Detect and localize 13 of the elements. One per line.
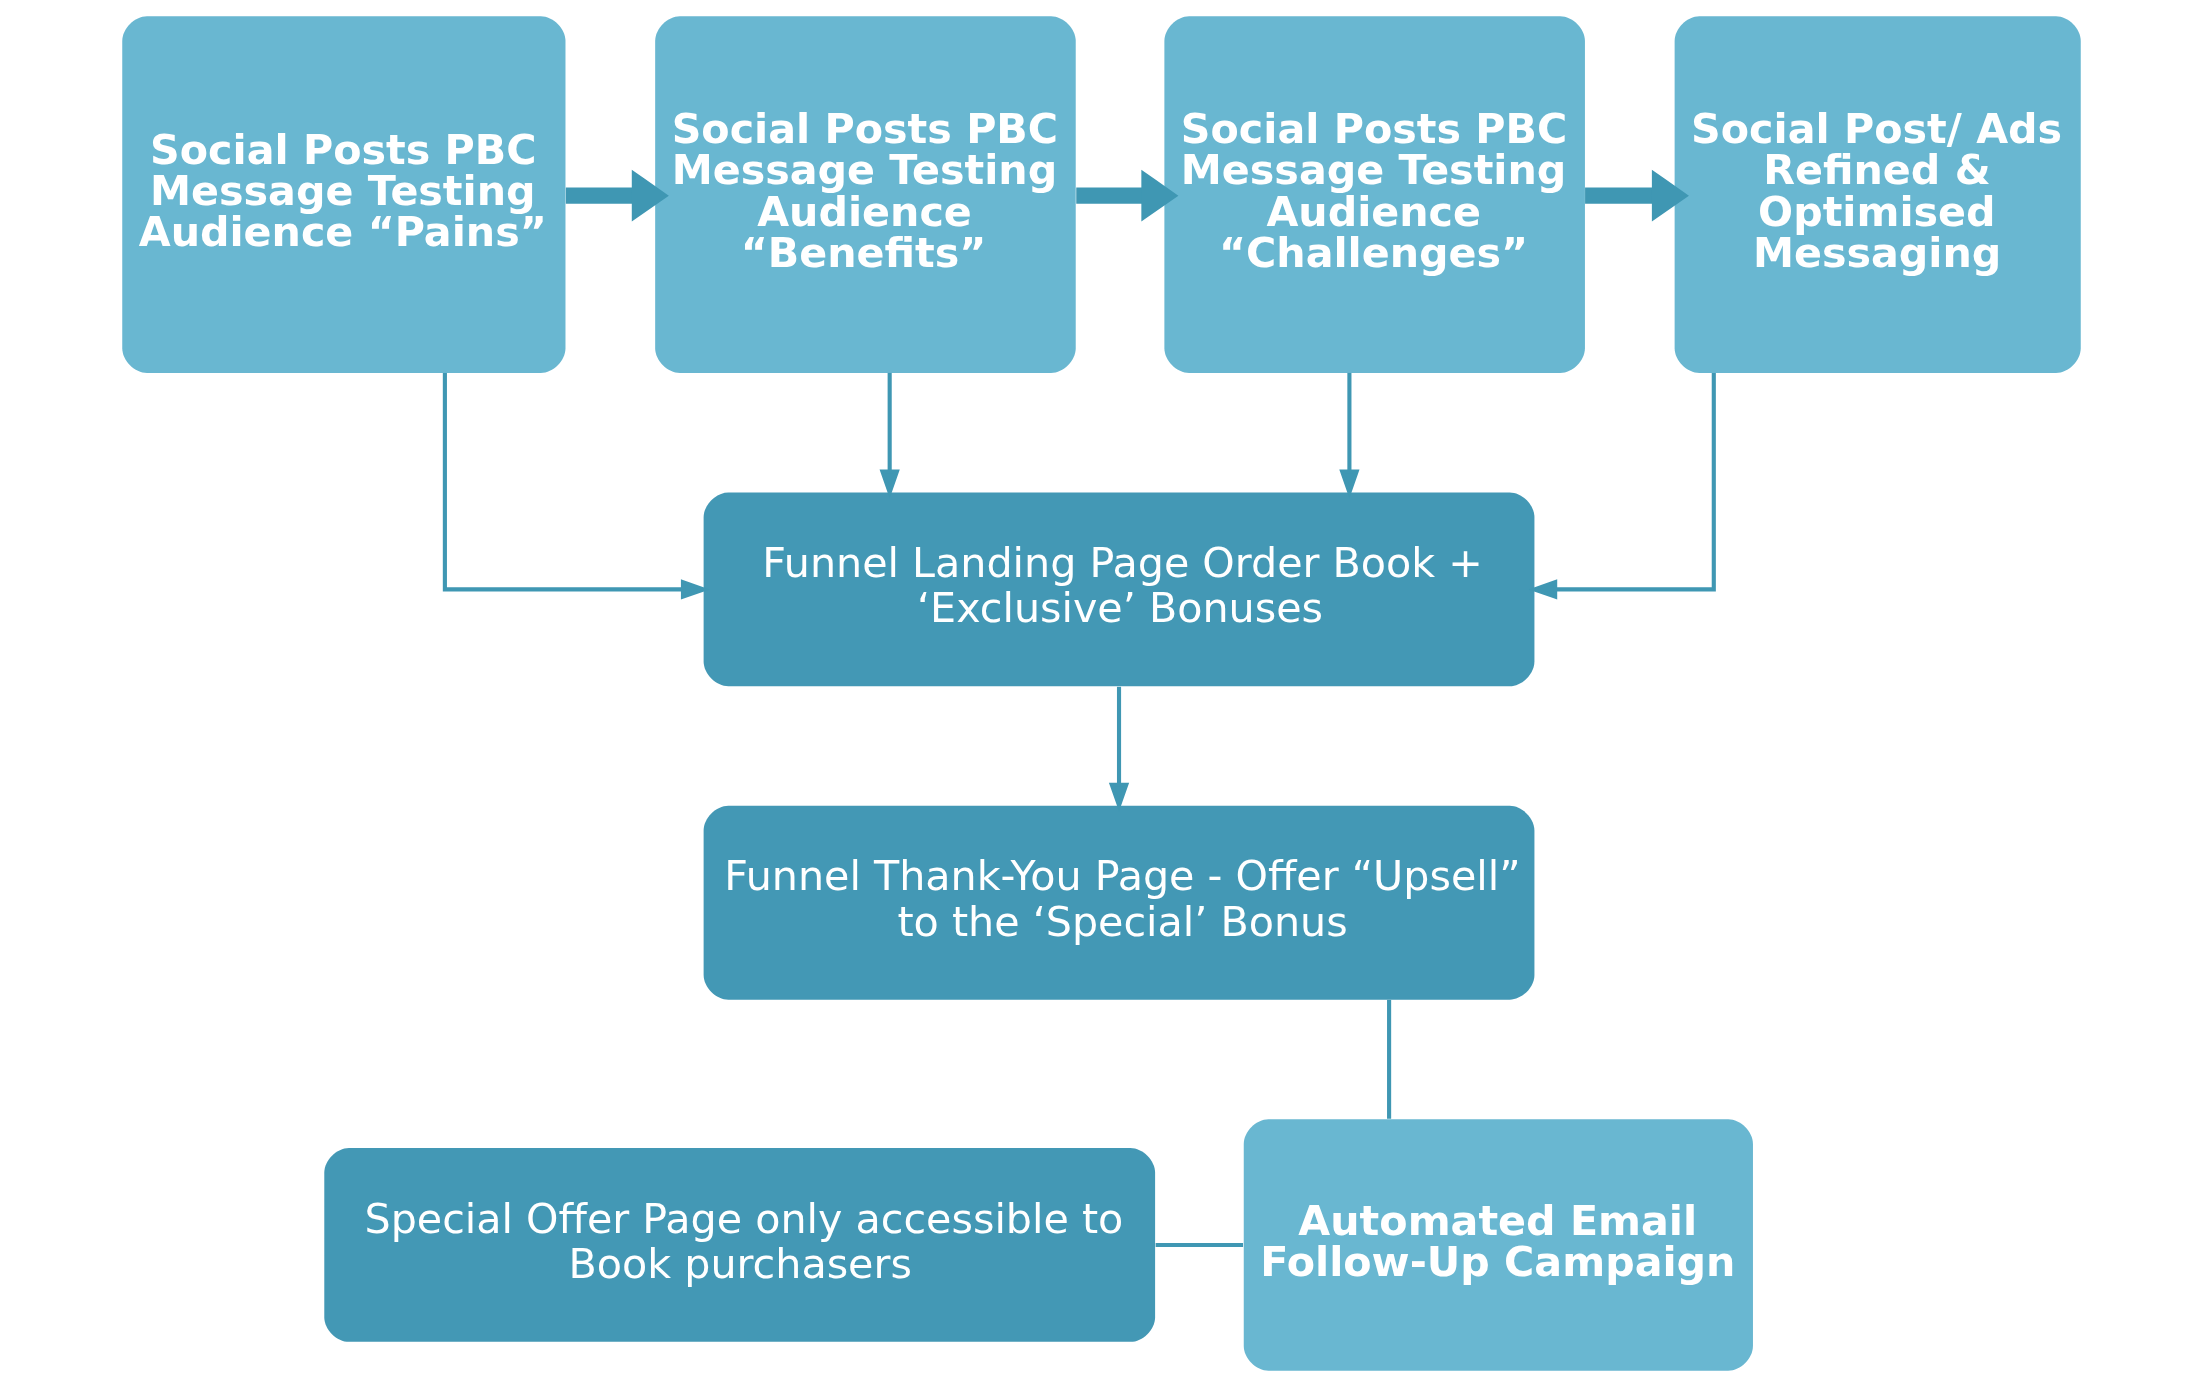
connector (1387, 999, 1392, 1119)
node-box: Social Posts PBC Message Testing Audience “Pains” (122, 16, 566, 373)
arrow (565, 169, 669, 222)
node-box: Special Offer Page only accessible to Book purchasers (324, 1148, 1156, 1342)
node-box: Social Posts PBC Message Testing Audience “Challenges” (1164, 16, 1585, 373)
node-box: Automated Email Follow-Up Campaign (1243, 1119, 1753, 1371)
node-box: Funnel Thank-You Page - Offer “Upsell” to the ‘Special’ Bonus (703, 805, 1535, 1000)
arrow (1585, 169, 1689, 222)
node-box: Funnel Landing Page Order Book + ‘Exclusive’ Bonuses (703, 492, 1535, 687)
connector (1155, 1242, 1244, 1248)
arrow (1076, 169, 1179, 222)
node-box: Social Posts PBC Message Testing Audience “Benefits” (655, 16, 1076, 373)
node-box: Social Post/ Ads Refined & Optimised Messaging (1674, 16, 2081, 373)
